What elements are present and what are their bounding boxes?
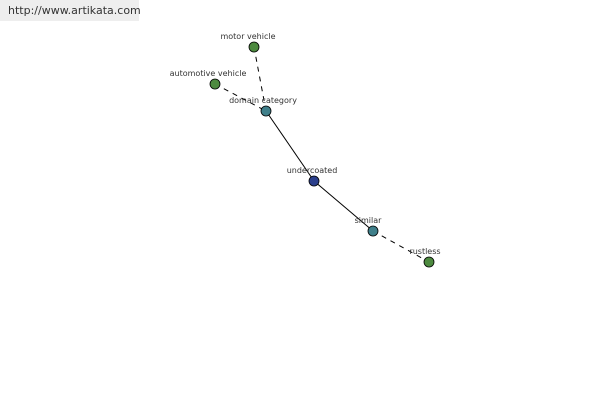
node-label-undercoated[interactable]: undercoated — [287, 166, 338, 175]
node-label-similar[interactable]: similar — [355, 216, 383, 225]
node-motor[interactable] — [248, 41, 260, 53]
site-url-watermark: http://www.artikata.com — [0, 0, 141, 21]
node-similar[interactable] — [367, 225, 379, 237]
node-label-rustless[interactable]: rustless — [409, 247, 440, 256]
node-domain[interactable] — [260, 105, 272, 117]
edge-undercoated-similar — [313, 180, 374, 232]
graph-labels: motor vehicle automotive vehicle domain ca… — [170, 32, 441, 256]
graph-nodes — [209, 41, 435, 268]
node-label-motor[interactable]: motor vehicle — [220, 32, 275, 41]
node-label-automotive[interactable]: automotive vehicle — [170, 69, 247, 78]
node-undercoated[interactable] — [308, 175, 320, 187]
edge-domain-undercoated — [265, 110, 315, 182]
edge-motor-domain — [253, 46, 267, 112]
edge-similar-rustless — [372, 230, 430, 263]
node-label-domain[interactable]: domain category — [229, 96, 297, 105]
node-automotive[interactable] — [209, 78, 221, 90]
graph-edges — [214, 46, 430, 263]
node-rustless[interactable] — [423, 256, 435, 268]
